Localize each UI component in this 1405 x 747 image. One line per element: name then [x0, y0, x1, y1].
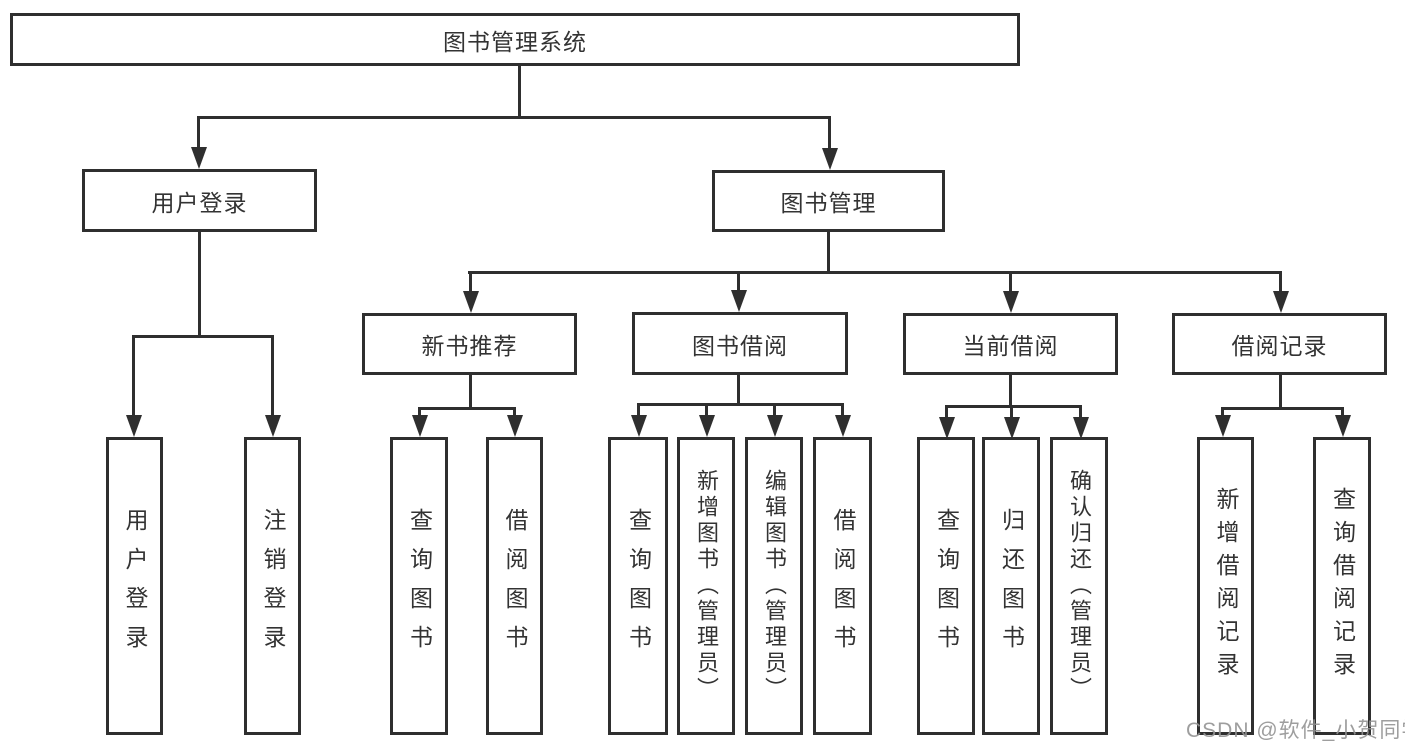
node-borrowing-records-label: 借阅记录 [1231, 333, 1328, 359]
leaf-add-borrow-record: 新增借阅记录 [1197, 437, 1254, 735]
leaf-edit-book-admin-label: 编辑图书（管理员） [762, 469, 787, 703]
connector-horizontal-line [197, 116, 831, 119]
connector-arrow-down-icon [737, 271, 740, 290]
connector-arrow-down-icon [1009, 271, 1012, 291]
node-user-login: 用户登录 [82, 169, 317, 232]
leaf-borrow-books-recommend-label: 借阅图书 [502, 508, 528, 664]
connector-arrow-down-icon [1010, 405, 1013, 417]
leaf-query-books-current: 查询图书 [917, 437, 975, 735]
node-borrowing-records: 借阅记录 [1172, 313, 1387, 375]
leaf-return-books-label: 归还图书 [998, 508, 1025, 664]
node-user-login-label: 用户登录 [151, 189, 248, 216]
leaf-borrow-books-borrowing: 借阅图书 [813, 437, 872, 735]
leaf-query-books-recommend-label: 查询图书 [406, 508, 433, 664]
connector-arrow-down-icon [945, 405, 948, 417]
leaf-query-borrow-record: 查询借阅记录 [1313, 437, 1371, 735]
leaf-user-login-label: 用户登录 [122, 508, 148, 664]
connector-arrow-down-icon [705, 403, 708, 415]
connector-arrow-down-icon [637, 403, 640, 415]
leaf-add-borrow-record-label: 新增借阅记录 [1213, 487, 1239, 685]
connector-arrow-down-icon [1279, 271, 1282, 291]
leaf-logout: 注销登录 [244, 437, 301, 735]
connector-horizontal-line [945, 405, 1082, 408]
connector-arrow-down-icon [1341, 407, 1344, 415]
node-new-book-recommend: 新书推荐 [362, 313, 577, 375]
leaf-borrow-books-borrowing-label: 借阅图书 [830, 508, 856, 664]
connector-arrow-down-icon [271, 335, 274, 415]
connector-vertical-line [1279, 374, 1282, 410]
node-library-system-label: 图书管理系统 [443, 28, 587, 55]
node-current-borrowing-label: 当前借阅 [962, 333, 1059, 359]
connector-horizontal-line [418, 407, 516, 410]
leaf-user-login: 用户登录 [106, 437, 163, 735]
node-book-management: 图书管理 [712, 170, 945, 232]
connector-arrow-down-icon [841, 403, 844, 415]
leaf-edit-book-admin: 编辑图书（管理员） [745, 437, 803, 735]
leaf-query-books-recommend: 查询图书 [390, 437, 448, 735]
connector-horizontal-line [132, 335, 274, 338]
leaf-query-borrow-record-label: 查询借阅记录 [1329, 487, 1356, 685]
connector-vertical-line [198, 231, 201, 338]
connector-vertical-line [469, 374, 472, 410]
leaf-query-books-borrowing: 查询图书 [608, 437, 668, 735]
leaf-borrow-books-recommend: 借阅图书 [486, 437, 543, 735]
leaf-add-book-admin-label: 新增图书（管理员） [694, 469, 719, 703]
csdn-watermark: CSDN @软件_小贺同学 [1186, 719, 1405, 742]
node-library-system: 图书管理系统 [10, 13, 1020, 66]
connector-vertical-line [737, 374, 740, 406]
node-book-borrowing: 图书借阅 [632, 312, 848, 375]
node-book-borrowing-label: 图书借阅 [692, 332, 788, 359]
node-new-book-recommend-label: 新书推荐 [421, 333, 518, 359]
leaf-return-books: 归还图书 [982, 437, 1040, 735]
connector-vertical-line [1009, 374, 1012, 408]
leaf-confirm-return-admin-label: 确认归还（管理员） [1067, 469, 1092, 703]
connector-arrow-down-icon [132, 335, 135, 415]
connector-arrow-down-icon [773, 403, 776, 415]
leaf-logout-label: 注销登录 [260, 508, 286, 664]
leaf-query-books-borrowing-label: 查询图书 [625, 508, 652, 664]
connector-arrow-down-icon [513, 407, 516, 415]
connector-arrow-down-icon [418, 407, 421, 415]
connector-vertical-line [518, 65, 521, 119]
connector-arrow-down-icon [197, 116, 200, 147]
connector-arrow-down-icon [1221, 407, 1224, 415]
leaf-add-book-admin: 新增图书（管理员） [677, 437, 735, 735]
connector-arrow-down-icon [828, 116, 831, 148]
connector-vertical-line [827, 231, 830, 274]
leaf-query-books-current-label: 查询图书 [933, 508, 960, 664]
connector-horizontal-line [468, 271, 1282, 274]
leaf-confirm-return-admin: 确认归还（管理员） [1050, 437, 1108, 735]
connector-arrow-down-icon [469, 271, 472, 291]
connector-horizontal-line [637, 403, 844, 406]
connector-arrow-down-icon [1079, 405, 1082, 417]
node-current-borrowing: 当前借阅 [903, 313, 1118, 375]
node-book-management-label: 图书管理 [780, 190, 877, 216]
connector-horizontal-line [1221, 407, 1344, 410]
